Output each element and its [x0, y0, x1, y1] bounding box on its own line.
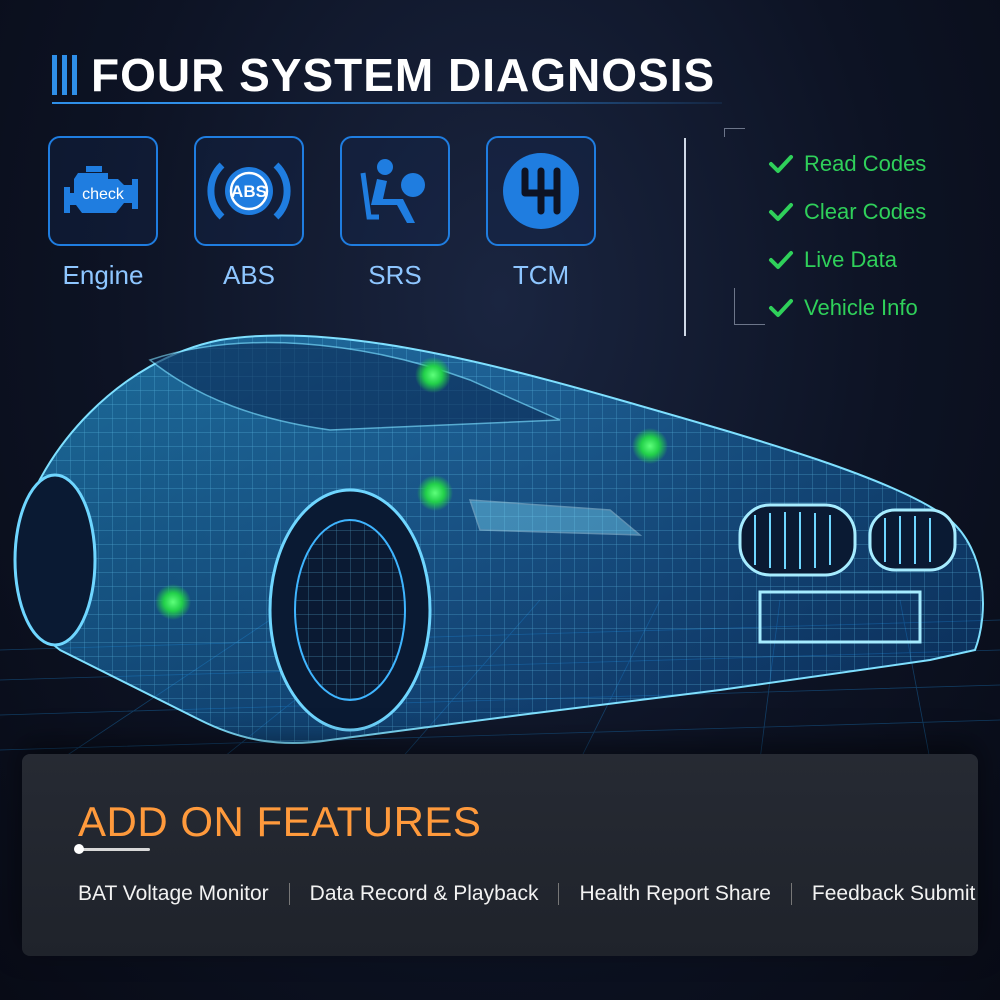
abs-icon: ABS	[194, 136, 304, 246]
bracket-decoration	[724, 128, 745, 137]
separator	[790, 883, 792, 905]
page-title: FOUR SYSTEM DIAGNOSIS	[91, 49, 716, 101]
airbag-seat-icon	[340, 136, 450, 246]
separator	[288, 883, 290, 905]
list-item: Vehicle Info	[768, 284, 926, 332]
engine-icon-text: check	[82, 186, 125, 203]
title-underline-slider	[76, 848, 150, 851]
addon-item: Data Record & Playback	[309, 882, 539, 905]
license-plate	[758, 590, 922, 644]
title-underline	[52, 102, 722, 104]
function-label: Read Codes	[804, 151, 927, 176]
separator	[558, 883, 560, 905]
addon-title: ADD ON FEATURES	[78, 798, 482, 845]
diagnostic-point	[632, 428, 668, 464]
function-label: Live Data	[804, 247, 897, 272]
abs-icon-text: ABS	[231, 182, 267, 201]
check-icon	[769, 155, 793, 173]
front-grille	[738, 503, 957, 577]
addon-features-panel: ADD ON FEATURES BAT Voltage Monitor Data…	[22, 754, 978, 956]
check-icon	[769, 203, 793, 221]
system-srs: SRS	[340, 136, 450, 291]
addon-list: BAT Voltage Monitor Data Record & Playba…	[78, 882, 975, 906]
system-tcm: TCM	[486, 136, 596, 291]
system-abs: ABS ABS	[194, 136, 304, 291]
divider-line	[684, 138, 686, 336]
system-engine: check Engine	[48, 136, 158, 291]
function-label: Vehicle Info	[804, 295, 918, 320]
system-label: TCM	[512, 260, 570, 290]
check-icon	[769, 299, 793, 317]
diagnostic-point	[417, 475, 453, 511]
system-label: Engine	[62, 260, 144, 290]
system-label: SRS	[368, 260, 422, 290]
bracket-decoration	[734, 288, 765, 325]
diagnostic-point	[415, 357, 451, 393]
addon-item: Health Report Share	[579, 882, 771, 905]
function-label: Clear Codes	[804, 199, 927, 224]
addon-item: Feedback Submit	[811, 882, 976, 905]
system-icons: check Engine ABS ABS SRS	[48, 136, 596, 291]
gear-shift-icon	[486, 136, 596, 246]
function-list: Read Codes Clear Codes Live Data Vehicle…	[768, 140, 926, 332]
addon-item: BAT Voltage Monitor	[78, 882, 269, 905]
slider-knob	[74, 844, 84, 854]
list-item: Read Codes	[768, 140, 926, 188]
check-icon	[769, 251, 793, 269]
rear-wheel	[13, 473, 97, 647]
list-item: Clear Codes	[768, 188, 926, 236]
engine-check-icon: check	[48, 136, 158, 246]
diagnostic-point	[155, 584, 191, 620]
front-wheel	[268, 488, 432, 732]
list-item: Live Data	[768, 236, 926, 284]
title-bars-decoration	[52, 55, 77, 95]
header: FOUR SYSTEM DIAGNOSIS	[52, 48, 715, 102]
system-label: ABS	[222, 260, 276, 290]
wireframe-car-illustration	[0, 334, 1000, 760]
